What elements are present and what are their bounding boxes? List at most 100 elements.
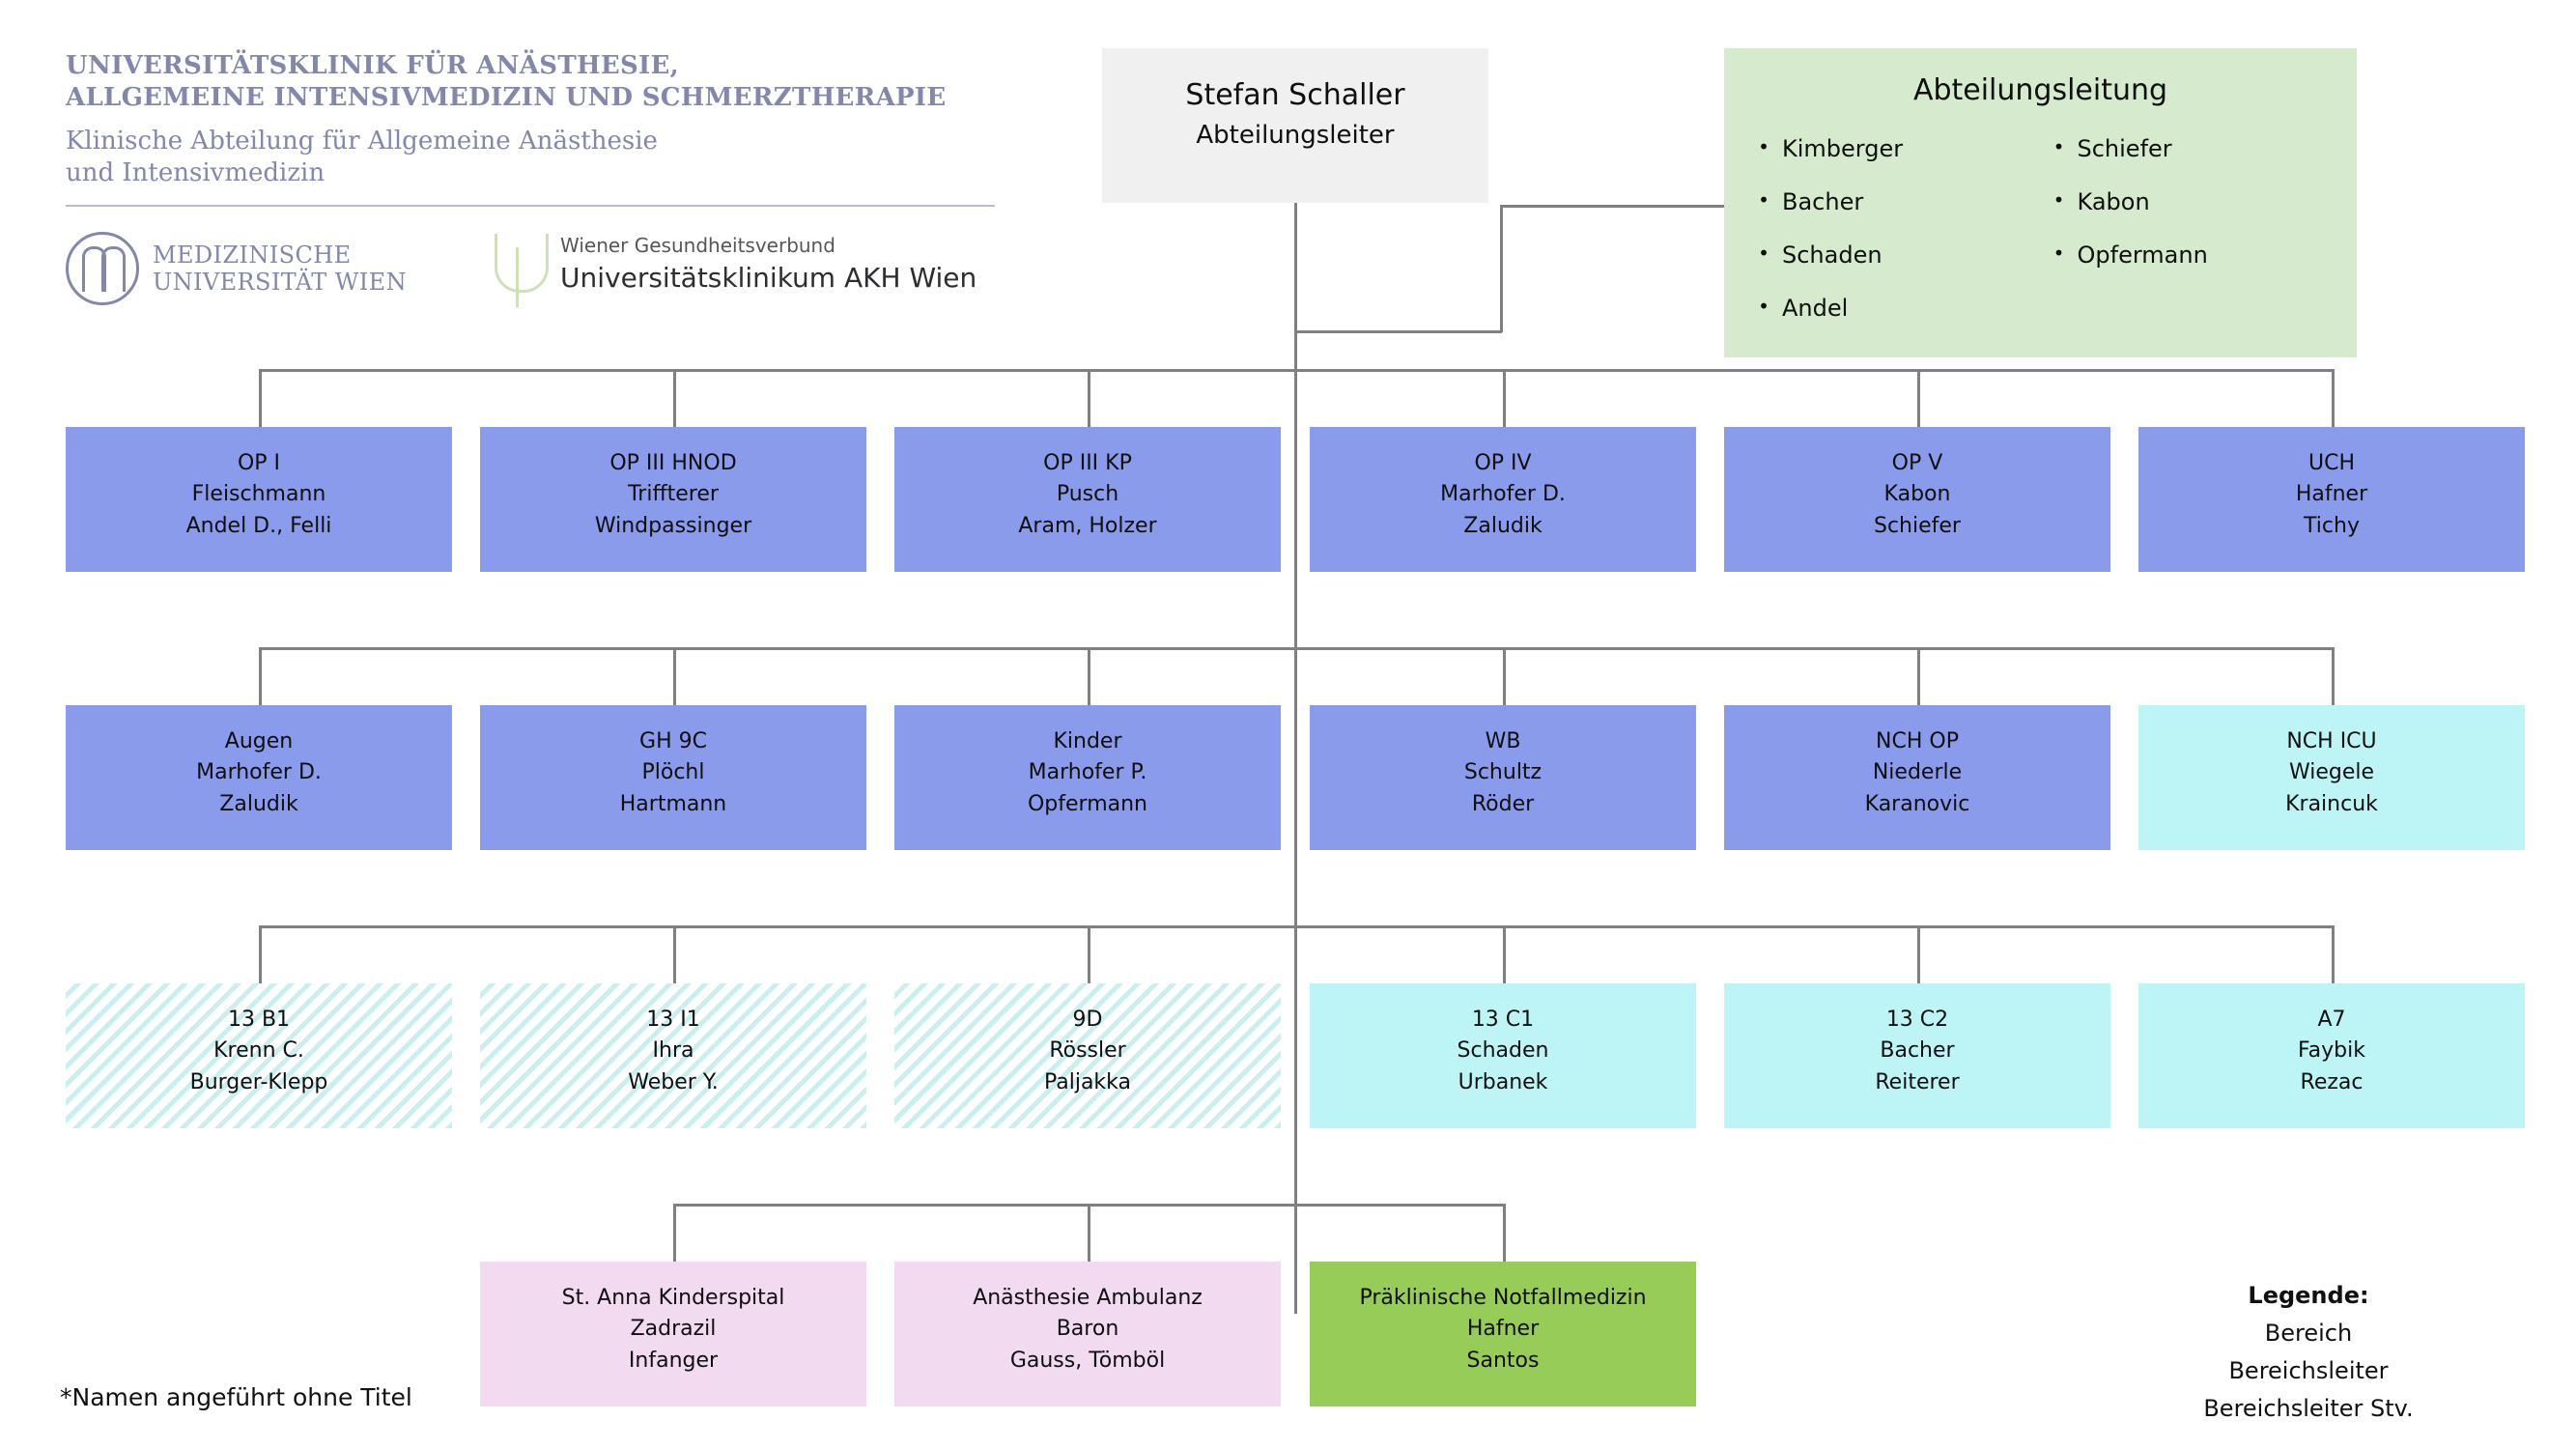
org-node[interactable]: OP IV Marhofer D. Zaludik [1310, 427, 1696, 572]
clinic-subtitle-line1: Klinische Abteilung für Allgemeine Anäst… [66, 126, 658, 156]
leadership-item: • Kabon [2041, 190, 2336, 213]
node-leader: Plöchl [641, 760, 705, 785]
org-node[interactable]: NCH ICU Wiegele Kraincuk [2138, 705, 2525, 850]
org-node[interactable]: WB Schultz Röder [1310, 705, 1696, 850]
row3-drop [673, 925, 676, 983]
leadership-item: • Kimberger [1745, 137, 2041, 160]
node-deputy: Schiefer [1874, 513, 1961, 538]
node-leader: Baron [1056, 1317, 1119, 1342]
row1-drop [673, 369, 676, 427]
org-node[interactable]: Augen Marhofer D. Zaludik [66, 705, 452, 850]
leadership-column-right: • Schiefer • Kabon • Opfermann [2041, 137, 2336, 350]
org-node[interactable]: OP I Fleischmann Andel D., Felli [66, 427, 452, 572]
clinic-subtitle-line2: und Intensivmedizin [66, 157, 326, 187]
node-deputy: Rezac [2300, 1069, 2364, 1094]
row1-drop [259, 369, 262, 427]
leadership-name: Kabon [2077, 188, 2150, 216]
row3-drop [259, 925, 262, 983]
node-deputy: Zaludik [1463, 513, 1543, 538]
node-leader: Niederle [1872, 760, 1963, 785]
node-leader: Marhofer P. [1028, 760, 1147, 785]
clinic-title-line1: UNIVERSITÄTSKLINIK FÜR ANÄSTHESIE, [66, 51, 679, 80]
leadership-connector-lower [1294, 330, 1502, 333]
node-deputy: Karanovic [1864, 791, 1970, 816]
node-leader: Pusch [1056, 482, 1119, 507]
row2-drop [1917, 647, 1920, 705]
org-node[interactable]: Präklinische Notfallmedizin Hafner Santo… [1310, 1262, 1696, 1406]
row1-drop [1088, 369, 1090, 427]
row2-drop [2332, 647, 2335, 705]
node-area: Augen [224, 729, 294, 753]
node-leader: Hafner [1466, 1317, 1540, 1342]
node-area: OP III HNOD [609, 451, 737, 475]
node-deputy: Reiterer [1875, 1069, 1960, 1094]
clinic-title: UNIVERSITÄTSKLINIK FÜR ANÄSTHESIE, ALLGE… [66, 50, 1051, 114]
node-leader: Marhofer D. [196, 760, 322, 785]
header-divider [66, 204, 995, 207]
akh-logo-text: Wiener Gesundheitsverbund Universitätskl… [560, 234, 977, 295]
org-root-node[interactable]: Stefan Schaller Abteilungsleiter [1102, 48, 1488, 203]
node-deputy: Opfermann [1027, 791, 1148, 816]
row1-drop [1503, 369, 1506, 427]
akh-leaf-icon [491, 234, 549, 307]
row3-drop [2332, 925, 2335, 983]
org-node[interactable]: 13 C2 Bacher Reiterer [1724, 983, 2110, 1128]
leadership-item: • Schiefer [2041, 137, 2336, 160]
row2-drop [673, 647, 676, 705]
org-node[interactable]: 13 B1 Krenn C. Burger-Klepp [66, 983, 452, 1128]
org-node[interactable]: Anästhesie Ambulanz Baron Gauss, Tömböl [894, 1262, 1281, 1406]
node-leader: Bacher [1880, 1038, 1955, 1064]
org-node[interactable]: 9D Rössler Paljakka [894, 983, 1281, 1128]
node-deputy: Burger-Klepp [189, 1069, 328, 1094]
clinic-title-line2: ALLGEMEINE INTENSIVMEDIZIN UND SCHMERZTH… [66, 82, 947, 112]
leadership-item: • Andel [1745, 297, 2041, 320]
org-node[interactable]: 13 I1 Ihra Weber Y. [480, 983, 866, 1128]
org-node[interactable]: OP V Kabon Schiefer [1724, 427, 2110, 572]
org-node[interactable]: Kinder Marhofer P. Opfermann [894, 705, 1281, 850]
legend-title: Legende: [2248, 1282, 2369, 1309]
row1-drop [1917, 369, 1920, 427]
org-node[interactable]: NCH OP Niederle Karanovic [1724, 705, 2110, 850]
node-deputy: Andel D., Felli [185, 513, 332, 538]
bullet-icon: • [2052, 188, 2065, 213]
logo-akh-line2: Universitätsklinikum AKH Wien [560, 262, 977, 294]
org-node[interactable]: 13 C1 Schaden Urbanek [1310, 983, 1696, 1128]
row3-drop [1088, 925, 1090, 983]
node-area: NCH ICU [2286, 729, 2377, 753]
node-leader: Krenn C. [213, 1038, 304, 1064]
node-area: OP V [1891, 451, 1943, 475]
row3-drop [1917, 925, 1920, 983]
node-deputy: Kraincuk [2285, 791, 2378, 816]
org-node[interactable]: A7 Faybik Rezac [2138, 983, 2525, 1128]
row2-drop [1503, 647, 1506, 705]
node-area: 13 C2 [1885, 1008, 1949, 1032]
logo-akh-line1: Wiener Gesundheitsverbund [560, 234, 835, 257]
node-area: OP I [237, 451, 281, 475]
node-leader: Schaden [1457, 1038, 1549, 1064]
leadership-connector-vertical [1500, 205, 1503, 332]
row1-bus [259, 369, 2332, 372]
node-area: A7 [2317, 1008, 2346, 1032]
node-deputy: Aram, Holzer [1018, 513, 1157, 538]
footnote: *Namen angeführt ohne Titel [60, 1383, 412, 1411]
root-role: Abteilungsleiter [1196, 121, 1395, 150]
org-node[interactable]: UCH Hafner Tichy [2138, 427, 2525, 572]
org-node[interactable]: St. Anna Kinderspital Zadrazil Infanger [480, 1262, 866, 1406]
node-area: WB [1485, 729, 1521, 753]
trunk-line [1294, 203, 1297, 1314]
medical-university-logo-text: MEDIZINISCHE UNIVERSITÄT WIEN [153, 242, 407, 297]
leadership-name: Opfermann [2077, 242, 2208, 270]
bullet-icon: • [1758, 242, 1769, 266]
leadership-panel[interactable]: Abteilungsleitung • Kimberger • Bacher •… [1724, 48, 2357, 357]
org-node[interactable]: OP III KP Pusch Aram, Holzer [894, 427, 1281, 572]
bullet-icon: • [2052, 135, 2065, 159]
org-node[interactable]: GH 9C Plöchl Hartmann [480, 705, 866, 850]
bullet-icon: • [2052, 242, 2065, 266]
bullet-icon: • [1758, 188, 1769, 213]
node-leader: Faybik [2298, 1038, 2365, 1064]
node-deputy: Tichy [2304, 513, 2360, 538]
node-area: Präklinische Notfallmedizin [1359, 1286, 1647, 1310]
org-node[interactable]: OP III HNOD Triffterer Windpassinger [480, 427, 866, 572]
node-deputy: Gauss, Tömböl [1009, 1348, 1166, 1373]
akh-wien-logo: Wiener Gesundheitsverbund Universitätskl… [491, 234, 977, 307]
